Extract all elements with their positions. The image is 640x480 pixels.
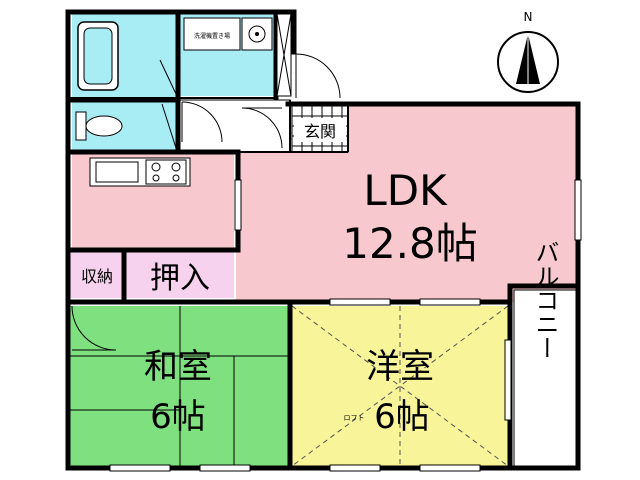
washitsu-fill	[70, 306, 288, 466]
genkan-label: 玄関	[304, 122, 336, 141]
loft-label: ロフト	[344, 414, 365, 422]
stove	[145, 159, 187, 185]
windows	[109, 179, 582, 472]
oshiire-fill	[126, 252, 234, 298]
bath-door	[159, 59, 177, 95]
washitsu-size: 6帖	[150, 397, 206, 437]
thin-walls	[70, 97, 349, 153]
toilet-tank	[75, 111, 87, 141]
washitsu-name: 和室	[144, 347, 212, 387]
door-swings	[71, 53, 341, 351]
oshiire-label: 押入	[150, 261, 210, 296]
washer-space	[183, 17, 241, 51]
kitchen-sink	[95, 161, 139, 183]
ldk-name: LDK	[363, 166, 448, 215]
balcony-label: バルコニー	[531, 240, 559, 360]
balcony-fill	[514, 290, 576, 466]
youshitsu-name: 洋室	[366, 347, 434, 387]
ldk-size: 12.8帖	[342, 219, 478, 268]
compass-north-label: N	[524, 10, 533, 24]
youshitsu-fill	[292, 306, 508, 466]
balcony-outline	[513, 289, 577, 467]
washer-label: 洗濯機置き場	[194, 32, 230, 40]
compass: N	[497, 10, 559, 93]
bathtub-inner	[83, 27, 113, 85]
shuunou-label: 収納	[81, 267, 113, 286]
ldk-fill-genkan	[236, 150, 246, 160]
shuunou-fill	[70, 252, 124, 298]
toilet-door	[161, 103, 177, 149]
toilet-bowl	[85, 115, 123, 137]
youshitsu-size: 6帖	[374, 397, 430, 437]
tatami-lines	[70, 306, 288, 466]
genkan-label-bg	[294, 118, 346, 142]
